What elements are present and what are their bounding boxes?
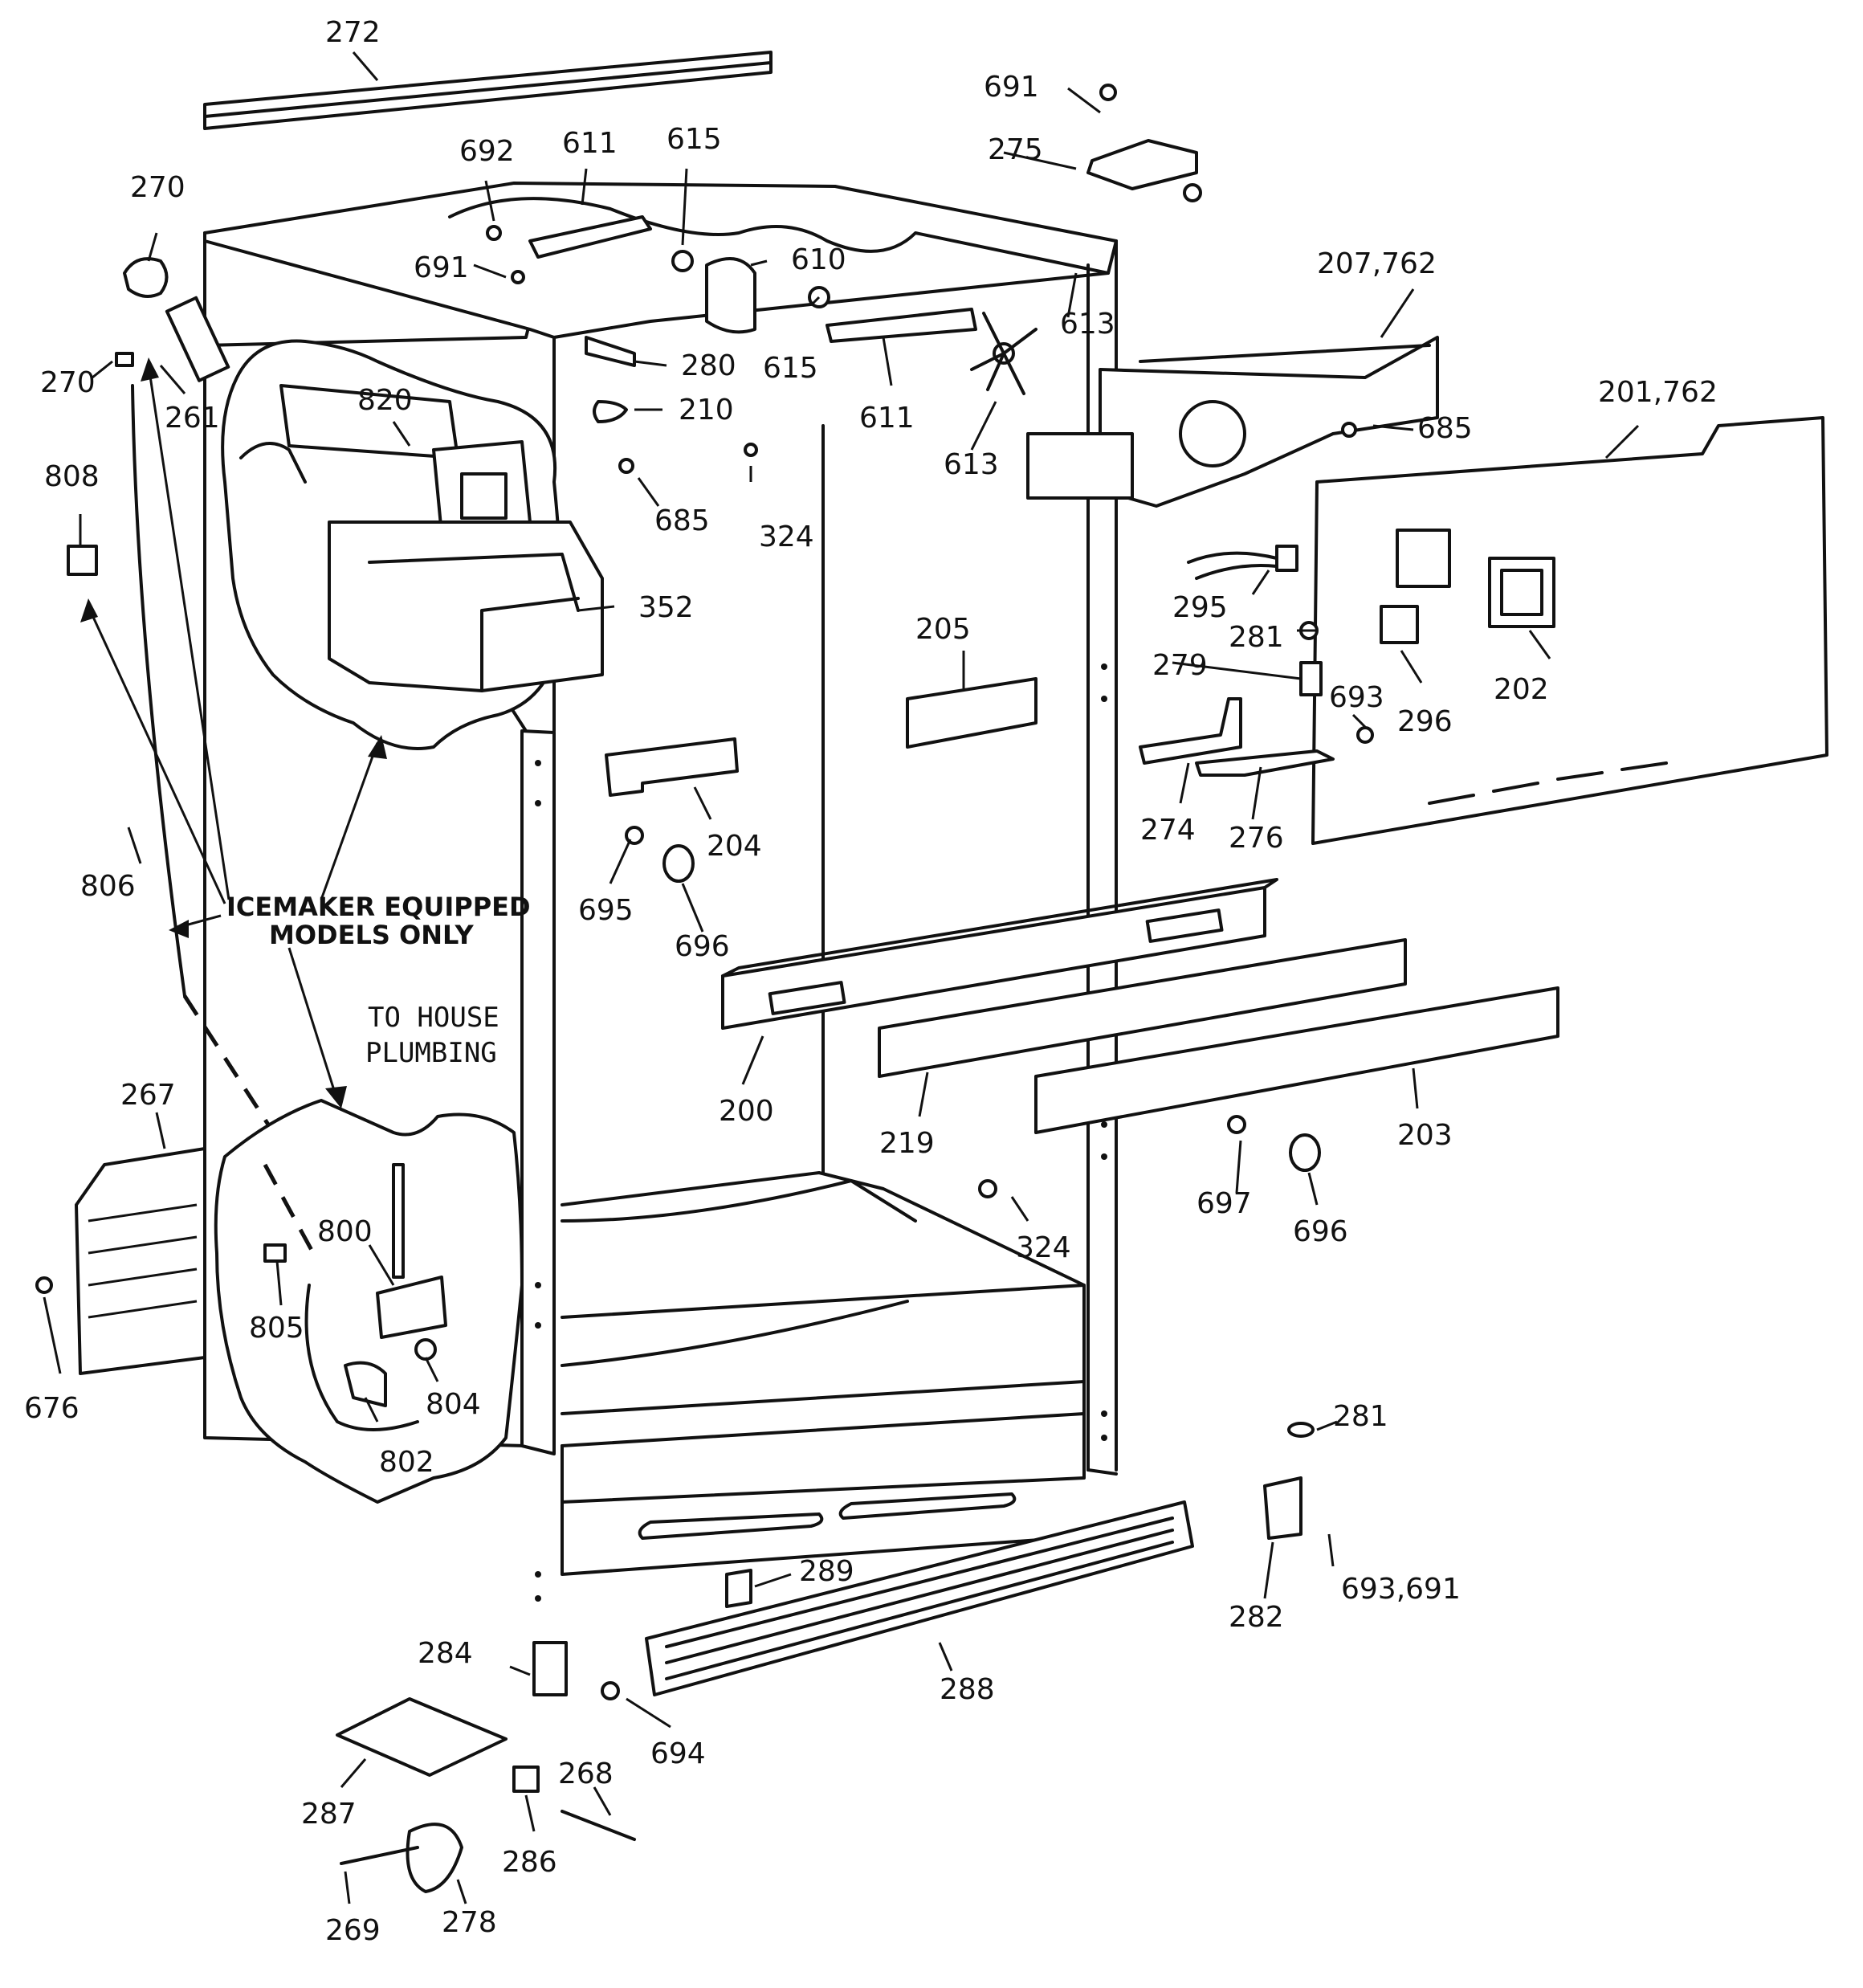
rail-219 bbox=[878, 938, 1407, 1078]
label-696: 696 bbox=[675, 930, 730, 963]
caster-278 bbox=[406, 1823, 463, 1893]
rear-panel-201 bbox=[1311, 416, 1828, 845]
label-805: 805 bbox=[249, 1312, 304, 1345]
plate-287 bbox=[336, 1697, 508, 1777]
label-800: 800 bbox=[317, 1215, 373, 1248]
label-685-b: 685 bbox=[1417, 412, 1473, 445]
water-valve-800 bbox=[376, 1276, 447, 1339]
label-289: 289 bbox=[799, 1555, 854, 1588]
label-205: 205 bbox=[915, 613, 971, 646]
plumbing-note-line2: PLUMBING bbox=[365, 1037, 497, 1069]
label-287: 287 bbox=[301, 1798, 357, 1831]
label-802: 802 bbox=[379, 1446, 434, 1479]
label-324-b: 324 bbox=[1016, 1231, 1071, 1264]
label-267: 267 bbox=[120, 1079, 176, 1112]
plumbing-cutout bbox=[214, 1099, 524, 1504]
label-288: 288 bbox=[940, 1673, 995, 1706]
cover-267 bbox=[75, 1147, 206, 1375]
label-676: 676 bbox=[24, 1392, 79, 1425]
icemaker-note-line2: MODELS ONLY bbox=[269, 920, 474, 950]
label-203: 203 bbox=[1397, 1119, 1453, 1152]
label-613-b: 613 bbox=[944, 448, 999, 481]
bracket-274 bbox=[1139, 697, 1242, 765]
label-695: 695 bbox=[578, 894, 634, 927]
label-219: 219 bbox=[879, 1127, 935, 1160]
label-685: 685 bbox=[654, 504, 710, 537]
label-697: 697 bbox=[1196, 1187, 1252, 1220]
bracket-276 bbox=[1195, 749, 1335, 777]
hinge-282 bbox=[1263, 1476, 1302, 1540]
fan-613 bbox=[970, 312, 1037, 395]
label-615: 615 bbox=[667, 123, 722, 156]
label-276: 276 bbox=[1229, 822, 1284, 855]
label-295: 295 bbox=[1172, 591, 1228, 624]
bracket-205 bbox=[906, 677, 1037, 749]
bracket-284 bbox=[532, 1641, 568, 1696]
label-202: 202 bbox=[1494, 673, 1549, 706]
label-324: 324 bbox=[759, 520, 814, 553]
front-edge-holes bbox=[535, 663, 1107, 1602]
relay-296 bbox=[1380, 605, 1419, 644]
label-284: 284 bbox=[418, 1637, 473, 1670]
icemaker-note: ICEMAKER EQUIPPED MODELS ONLY bbox=[226, 892, 531, 950]
label-281: 281 bbox=[1229, 621, 1284, 654]
label-210: 210 bbox=[679, 394, 734, 427]
label-611: 611 bbox=[562, 127, 618, 160]
label-611-b: 611 bbox=[859, 402, 915, 435]
water-tube-806 bbox=[131, 384, 186, 998]
label-280: 280 bbox=[681, 349, 736, 382]
label-806: 806 bbox=[80, 870, 136, 903]
label-286: 286 bbox=[502, 1846, 557, 1879]
label-808: 808 bbox=[44, 460, 100, 493]
label-613: 613 bbox=[1060, 308, 1115, 341]
icemaker-cutout bbox=[221, 339, 604, 750]
label-694: 694 bbox=[650, 1737, 706, 1770]
rail-200 bbox=[721, 886, 1266, 1030]
label-615-b: 615 bbox=[763, 352, 818, 385]
label-691: 691 bbox=[984, 71, 1039, 104]
label-201-762: 201,762 bbox=[1598, 376, 1718, 409]
label-279: 279 bbox=[1152, 649, 1208, 682]
label-274: 274 bbox=[1140, 814, 1196, 847]
label-693-691: 693,691 bbox=[1341, 1573, 1461, 1606]
label-275: 275 bbox=[988, 133, 1043, 166]
label-204: 204 bbox=[707, 830, 762, 863]
label-278: 278 bbox=[442, 1906, 497, 1939]
label-270-b: 270 bbox=[40, 366, 96, 399]
label-820: 820 bbox=[357, 384, 413, 417]
label-268: 268 bbox=[558, 1757, 614, 1790]
label-270: 270 bbox=[130, 171, 185, 204]
label-296: 296 bbox=[1397, 705, 1453, 738]
label-207-762: 207,762 bbox=[1317, 247, 1437, 280]
rail-203 bbox=[1034, 986, 1559, 1134]
label-693: 693 bbox=[1329, 681, 1384, 714]
grille-202 bbox=[1488, 557, 1555, 628]
bracket-204 bbox=[605, 737, 739, 797]
label-269: 269 bbox=[325, 1914, 381, 1947]
label-692: 692 bbox=[459, 135, 515, 168]
hinge-275 bbox=[1086, 139, 1198, 190]
label-610: 610 bbox=[791, 243, 846, 276]
plumbing-note-line1: TO HOUSE bbox=[368, 1002, 499, 1034]
valve-270 bbox=[123, 257, 169, 298]
label-352: 352 bbox=[638, 591, 694, 624]
leader-lines bbox=[43, 51, 1640, 1904]
icemaker-note-line1: ICEMAKER EQUIPPED bbox=[226, 892, 531, 922]
label-261: 261 bbox=[165, 402, 220, 435]
motor-610 bbox=[705, 257, 756, 334]
label-696-b: 696 bbox=[1293, 1215, 1348, 1248]
label-804: 804 bbox=[426, 1388, 481, 1421]
label-281-b: 281 bbox=[1333, 1400, 1388, 1433]
label-282: 282 bbox=[1229, 1601, 1284, 1634]
plumbing-note: TO HOUSE PLUMBING bbox=[365, 1002, 499, 1069]
label-272: 272 bbox=[325, 16, 381, 49]
label-691-b: 691 bbox=[414, 251, 469, 284]
label-200: 200 bbox=[719, 1095, 774, 1128]
part-labels: 272 691 275 270 692 611 615 691 610 207,… bbox=[24, 16, 1718, 1947]
